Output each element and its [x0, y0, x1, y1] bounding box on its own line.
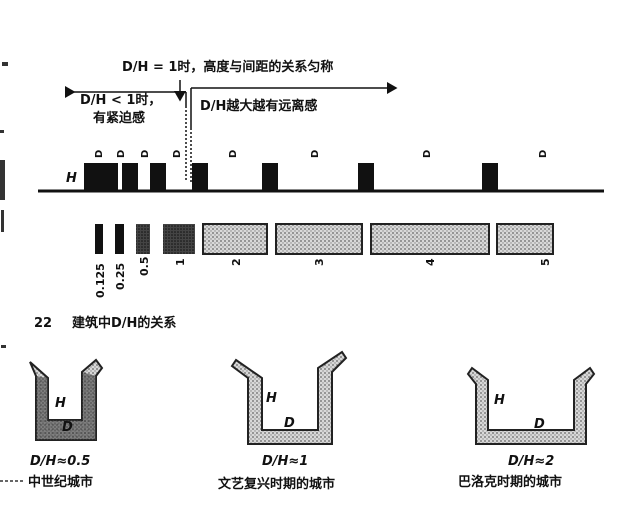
label-equal: D/H = 1时，高度与间距的关系匀称: [122, 59, 333, 75]
ratio-3: 1: [174, 258, 187, 266]
height-label: H: [66, 171, 77, 186]
spacing-bars: [95, 223, 554, 255]
svg-text:D: D: [228, 150, 239, 158]
svg-text:H: H: [494, 393, 505, 408]
label-more: D/H越大越有远离感: [200, 98, 317, 114]
margin-specks: [0, 62, 8, 348]
svg-text:D: D: [422, 150, 433, 158]
label-less-2: 有紧迫感: [93, 110, 145, 126]
svg-text:D: D: [140, 150, 151, 158]
ratio-7: 5: [539, 258, 552, 266]
section-name-baroque: 巴洛克时期的城市: [458, 474, 562, 490]
section-ratio-medieval: D/H≈0.5: [30, 454, 90, 469]
ratio-2: 0.5: [138, 257, 151, 277]
ratio-labels: 0.125 0.25 0.5 1 2 3 4 5: [94, 257, 552, 299]
svg-text:D: D: [116, 150, 127, 158]
section-ratio-baroque: D/H≈2: [508, 454, 554, 469]
section-baroque: H D: [466, 366, 596, 445]
ratio-0: 0.125: [94, 263, 107, 298]
figure-caption: 建筑中D/H的关系: [72, 315, 176, 331]
svg-text:D: D: [534, 417, 545, 432]
ratio-4: 2: [230, 258, 243, 266]
section-name-medieval: 中世纪城市: [28, 474, 93, 490]
section-ratio-renaissance: D/H≈1: [262, 454, 308, 469]
svg-text:H: H: [266, 391, 277, 406]
svg-text:D: D: [94, 150, 105, 158]
svg-text:H: H: [55, 396, 66, 411]
label-less: D/H < 1时，: [80, 92, 161, 108]
svg-text:D: D: [310, 150, 321, 158]
buildings: [84, 163, 498, 191]
section-renaissance: H D: [230, 350, 348, 445]
svg-text:D: D: [538, 150, 549, 158]
svg-text:D: D: [62, 420, 73, 435]
d-labels-top: D D D D D D D D: [94, 150, 549, 158]
svg-text:D: D: [284, 416, 295, 431]
ratio-6: 4: [424, 258, 437, 266]
figure-number: 22: [34, 316, 52, 331]
section-name-renaissance: 文艺复兴时期的城市: [218, 476, 335, 492]
annotation-arrows: [65, 80, 398, 182]
ratio-5: 3: [313, 258, 326, 266]
svg-text:D: D: [172, 150, 183, 158]
ratio-1: 0.25: [114, 263, 127, 290]
section-medieval: H D: [29, 358, 104, 441]
